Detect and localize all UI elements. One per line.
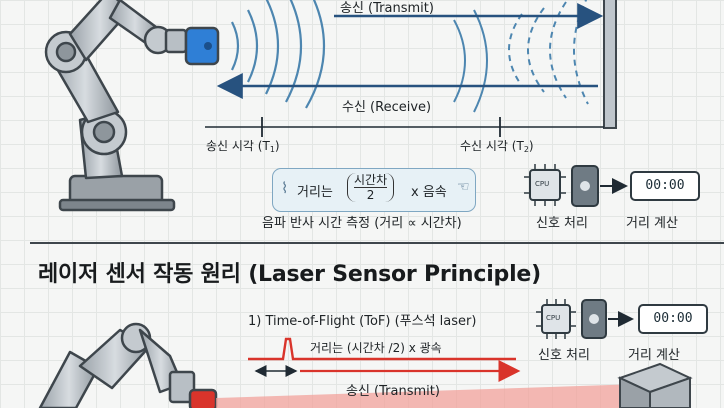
distance-display-bottom: 00:00: [638, 304, 708, 334]
sound-waves-emitted: [232, 0, 324, 108]
receive-time-label: 수신 시각 (T2): [460, 137, 534, 154]
signal-processing-label-bottom: 신호 처리: [538, 344, 590, 363]
section-title: 레이저 센서 작동 원리 (Laser Sensor Principle): [38, 256, 541, 288]
measure-caption: 음파 반사 시간 측정 (거리 ∝ 시간차): [262, 212, 462, 231]
distance-calc-label-bottom: 거리 계산: [628, 344, 680, 363]
signal-processing-label-top: 신호 처리: [536, 212, 588, 231]
formula-prefix: 거리는: [297, 181, 333, 200]
distance-display-top: 00:00: [630, 171, 700, 201]
tof-method-label: 1) Time-of-Flight (ToF) (푸스석 laser): [248, 310, 476, 329]
cpu-label-top: CPU: [535, 180, 549, 188]
target-block: [620, 364, 690, 408]
laser-transmit-label: 송신 (Transmit): [346, 380, 440, 399]
cpu-label-bottom: CPU: [546, 314, 560, 322]
transmit-label: 송신 (Transmit): [340, 0, 434, 16]
distance-calc-label-top: 거리 계산: [626, 212, 678, 231]
wall-top: [604, 0, 616, 128]
robot-arm-bottom: [40, 324, 216, 408]
circuit-board-icon-top: [572, 166, 598, 206]
sound-wave-icon: ⌇: [281, 179, 288, 197]
laser-formula: 거리는 (시간차 /2) x 광속: [310, 339, 442, 356]
receive-label: 수신 (Receive): [342, 96, 431, 115]
robot-arm-top: [46, 0, 218, 210]
formula-suffix: x 음속: [411, 181, 447, 200]
circuit-board-icon-bottom: [582, 300, 606, 338]
hand-icon: ☜: [457, 179, 470, 195]
transmit-time-label: 송신 시각 (T1): [206, 137, 280, 154]
